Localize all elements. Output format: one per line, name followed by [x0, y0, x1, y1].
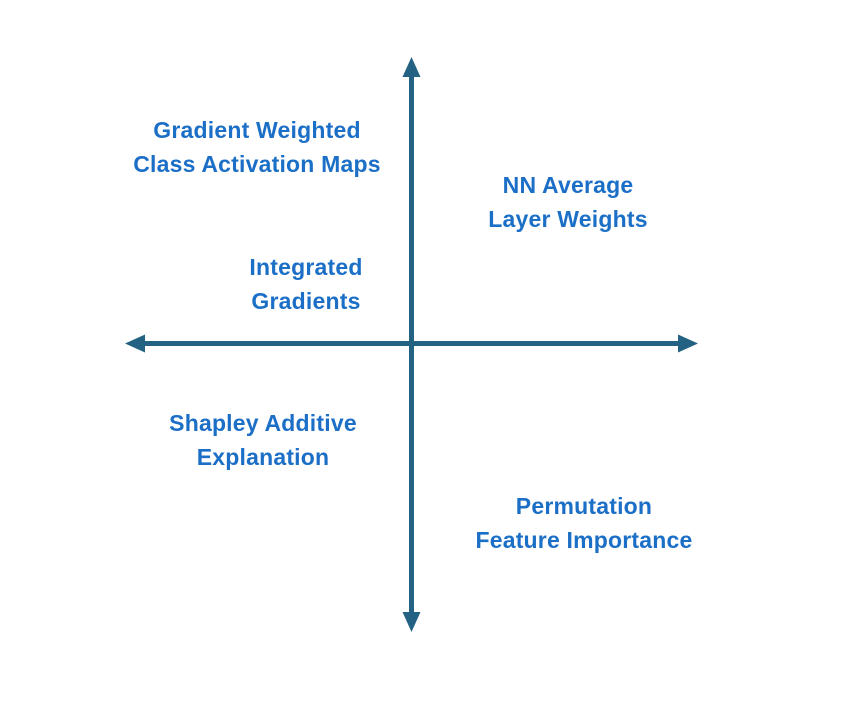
label-line: Gradient Weighted — [153, 117, 361, 143]
label-line: NN Average — [502, 172, 634, 198]
label-line: Explanation — [196, 444, 330, 470]
label-line: Shapley Additive — [169, 410, 357, 436]
label-shapley-additive-explanation: Shapley Additive Explanation — [93, 406, 433, 474]
label-gradient-weighted-class-activation-maps: Gradient Weighted Class Activation Maps — [87, 113, 427, 181]
label-line: Permutation — [515, 493, 653, 519]
label-line: Gradients — [251, 288, 361, 314]
label-line: Class Activation Maps — [133, 151, 381, 177]
label-line: Integrated — [249, 254, 363, 280]
arrow-right-icon — [678, 334, 698, 353]
arrow-up-icon — [402, 57, 421, 77]
label-line: Layer Weights — [488, 206, 648, 232]
label-nn-average-layer-weights: NN Average Layer Weights — [398, 168, 738, 236]
label-integrated-gradients: Integrated Gradients — [136, 250, 476, 318]
label-permutation-feature-importance: Permutation Feature Importance — [414, 489, 754, 557]
arrow-left-icon — [125, 334, 145, 353]
label-line: Feature Importance — [475, 527, 693, 553]
arrow-down-icon — [402, 612, 421, 632]
